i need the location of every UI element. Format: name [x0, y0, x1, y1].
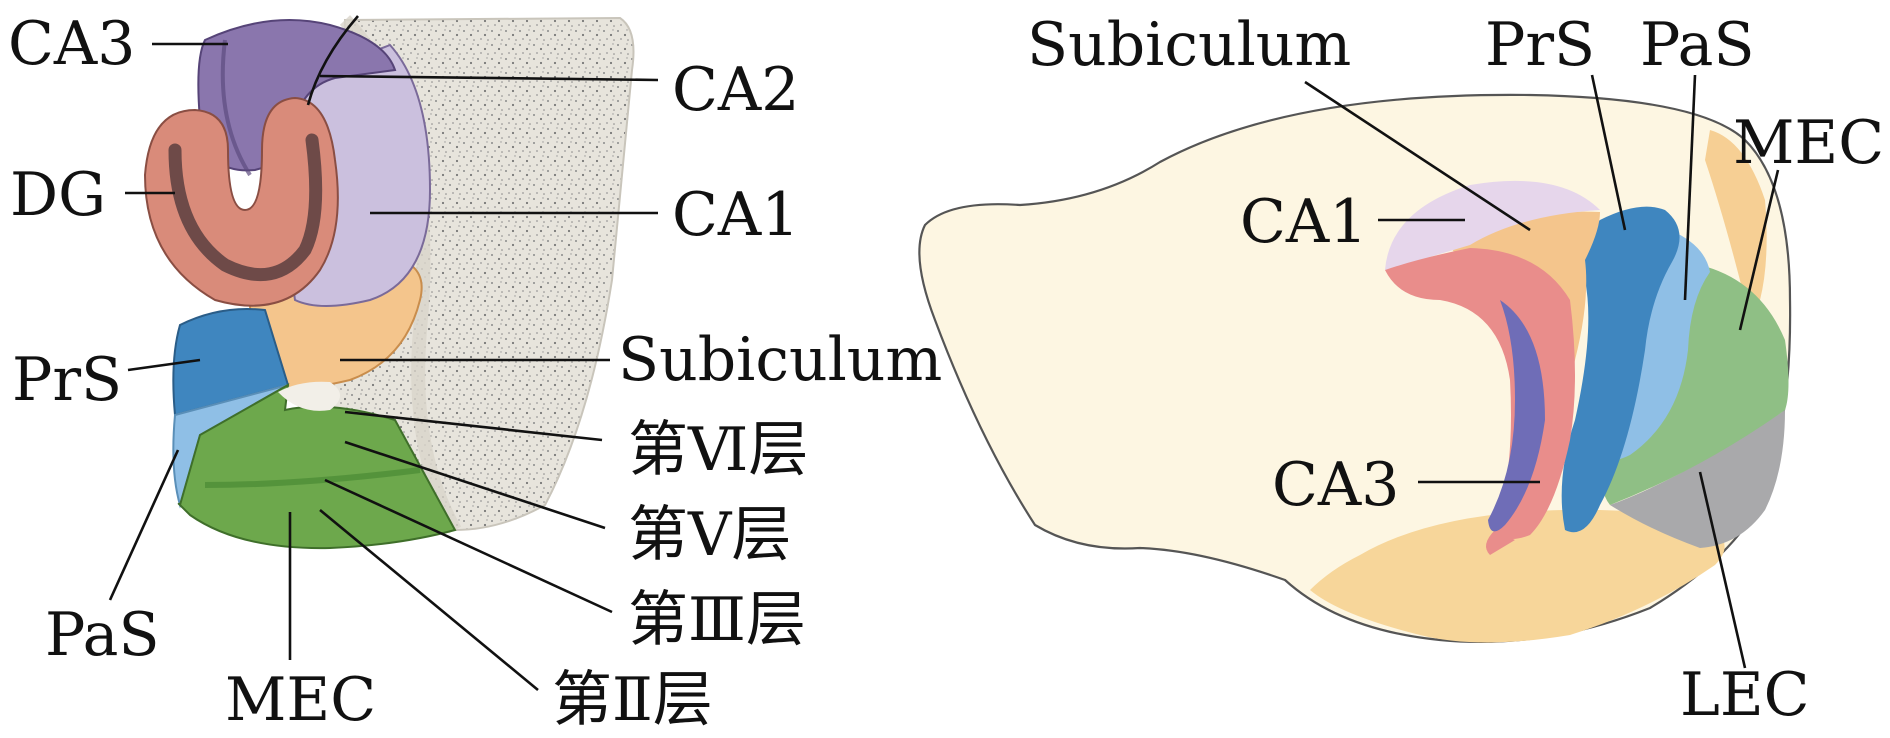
- mec-layer-band: [204, 467, 421, 488]
- dg-region: [143, 96, 339, 307]
- label-layer2: 第Ⅱ层: [552, 665, 713, 735]
- leader-mec-right: [1738, 169, 1780, 331]
- label-pas-right: PaS: [1640, 10, 1755, 80]
- label-ca3-right: CA3: [1272, 450, 1399, 520]
- hilus-gap: [278, 381, 340, 411]
- label-layer5: 第Ⅴ层: [628, 500, 791, 570]
- label-ca2: CA2: [672, 55, 799, 125]
- label-ca1-right: CA1: [1240, 187, 1367, 257]
- label-lec-right: LEC: [1680, 660, 1810, 730]
- label-subiculum: Subiculum: [618, 325, 942, 395]
- label-prs-right: PrS: [1485, 10, 1595, 80]
- leader-layer5: [344, 440, 606, 530]
- leader-layer6: [344, 410, 603, 442]
- right-panel: Subiculum PrS PaS MEC CA1 CA3 LEC: [918, 10, 1884, 730]
- label-layer6: 第Ⅵ层: [628, 415, 808, 485]
- ca1-region-right: [1385, 180, 1600, 270]
- leader-prs: [127, 358, 201, 372]
- ca3-pyramidal-line: [220, 39, 252, 177]
- lec-region: [1610, 410, 1785, 548]
- leader-layer3: [324, 478, 613, 614]
- ventral-region: [1310, 509, 1725, 643]
- ca3-region-right: [1488, 300, 1545, 532]
- leader-lec-right: [1698, 471, 1747, 669]
- leader-ca2: [319, 74, 659, 82]
- leader-pas: [108, 449, 180, 601]
- leader-prs-right: [1590, 74, 1627, 231]
- leader-layer2: [319, 508, 539, 692]
- prs-region-right: [1561, 206, 1680, 533]
- label-ca1: CA1: [672, 180, 799, 250]
- ca2-curve: [306, 15, 359, 106]
- label-dg: DG: [10, 160, 106, 230]
- dg-granule-layer: [168, 133, 323, 282]
- label-pas: PaS: [45, 600, 160, 670]
- label-mec-right: MEC: [1733, 108, 1884, 178]
- label-prs: PrS: [12, 345, 122, 415]
- label-subiculum-right: Subiculum: [1027, 10, 1351, 80]
- label-layer3: 第Ⅲ层: [628, 585, 806, 655]
- leader-pas-right: [1683, 74, 1697, 301]
- left-panel: CA3 CA2 DG CA1 Subiculum PrS 第Ⅵ层 第Ⅴ层 第Ⅲ层…: [8, 9, 942, 735]
- dg-region-right-lower: [1486, 530, 1515, 555]
- label-mec: MEC: [225, 665, 376, 735]
- dorsal-strip: [1705, 130, 1767, 300]
- label-ca3: CA3: [8, 9, 135, 79]
- leader-subiculum-right: [1304, 80, 1531, 232]
